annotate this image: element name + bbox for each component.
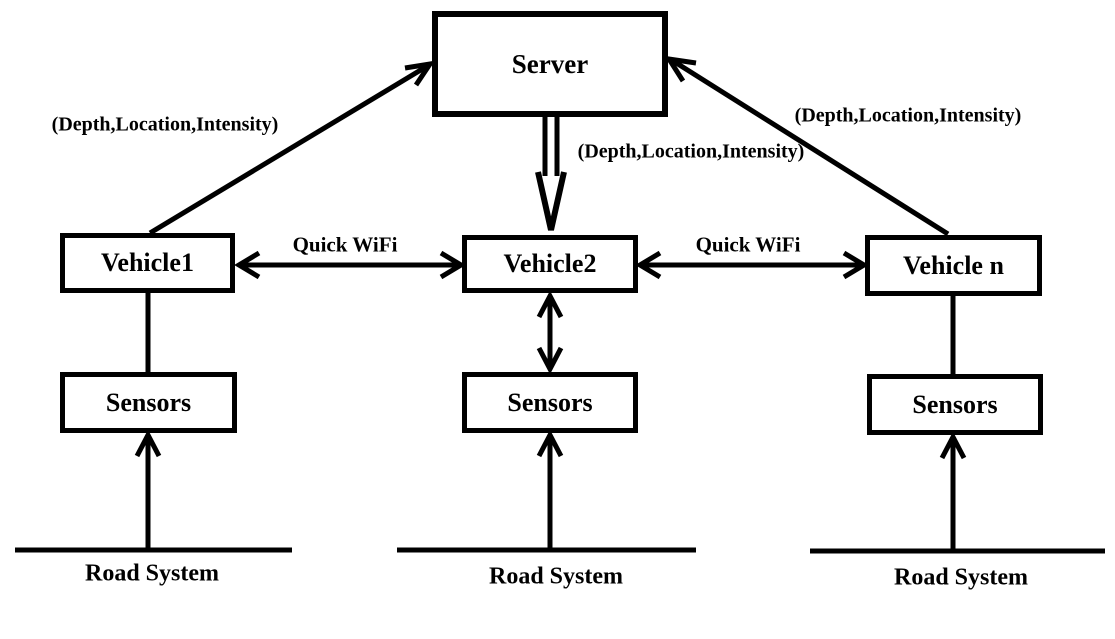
node-sensors-left-label: Sensors	[105, 387, 192, 417]
arrowhead-wifi-right-east-icon	[842, 250, 869, 280]
arrowhead-wifi-right-west-icon	[635, 250, 662, 280]
arrowhead-into-vehicle2-bottom-icon	[536, 290, 564, 319]
arrowhead-wifi-left-west-icon	[234, 250, 261, 280]
node-vehicle2-label: Vehicle2	[503, 249, 597, 278]
arrowhead-wifi-left-east-icon	[439, 250, 466, 280]
edge-label-server-to-vehicle2: (Depth,Location,Intensity)	[577, 140, 805, 163]
arrowhead-into-server-left-icon	[404, 60, 436, 87]
node-vehicle1-label: Vehicle1	[101, 248, 194, 277]
node-server: Server	[432, 11, 668, 117]
node-sensors-left: Sensors	[60, 372, 237, 433]
arrowhead-into-sensors-center-bottom-icon	[536, 429, 564, 458]
arrowhead-into-sensors-right-icon	[939, 431, 967, 460]
road-center-label: Road System	[488, 563, 624, 590]
road-right-label: Road System	[893, 564, 1029, 591]
node-server-label: Server	[511, 48, 589, 79]
edge-vehicle-n-to-server-line	[668, 56, 950, 237]
arrowhead-into-sensors-left-icon	[134, 429, 162, 458]
road-left-label: Road System	[84, 560, 220, 587]
edge-label-wifi-left: Quick WiFi	[292, 232, 398, 257]
edge-label-vehicle1-to-server: (Depth,Location,Intensity)	[51, 113, 279, 136]
node-vehicle1: Vehicle1	[60, 233, 235, 293]
node-sensors-center-label: Sensors	[507, 387, 593, 417]
node-vehicle-n-label: Vehicle n	[903, 250, 1004, 280]
edge-label-vehicle-n-to-server: (Depth,Location,Intensity)	[794, 104, 1022, 127]
node-sensors-right: Sensors	[867, 374, 1043, 435]
node-sensors-center: Sensors	[462, 372, 638, 433]
edge-label-wifi-right: Quick WiFi	[695, 232, 801, 257]
arrowhead-into-server-right-icon	[663, 55, 697, 83]
node-vehicle2: Vehicle2	[462, 235, 638, 293]
node-vehicle-n: Vehicle n	[865, 235, 1042, 296]
edge-vehicle1-to-server-line	[148, 62, 431, 236]
node-sensors-right-label: Sensors	[912, 389, 998, 419]
arrowhead-into-sensors-center-top-icon	[536, 346, 564, 375]
hollow-arrowhead-into-vehicle2-icon	[535, 171, 567, 231]
